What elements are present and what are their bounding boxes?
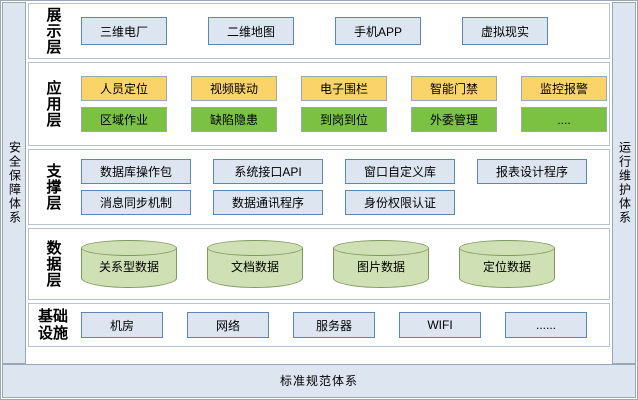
- node-outsourcing-management[interactable]: 外委管理: [411, 107, 497, 132]
- cylinder-top: [459, 240, 555, 256]
- node-more-ellipsis[interactable]: ......: [505, 312, 587, 338]
- layer-support: 支撑层 数据库操作包 系统接口API 窗口自定义库 报表设计程序 消息同步机制 …: [28, 149, 610, 225]
- security-assurance-band: 安全保障体系: [2, 2, 26, 364]
- cylinder-label: 定位数据: [482, 259, 531, 274]
- cylinder-label: 文档数据: [230, 259, 279, 274]
- operation-maintenance-band: 运行维护体系: [612, 2, 636, 364]
- node-post-arrival[interactable]: 到岗到位: [301, 107, 387, 132]
- standards-specification-band: 标准规范体系: [2, 364, 636, 398]
- node-monitoring-alarm[interactable]: 监控报警: [521, 76, 607, 101]
- cylinder-body: [459, 248, 555, 288]
- layer-infrastructure-label: 基础设施: [37, 308, 68, 342]
- node-window-custom-library[interactable]: 窗口自定义库: [345, 159, 455, 184]
- security-assurance-label: 安全保障体系: [7, 141, 22, 225]
- layer-infrastructure-body: 机房 网络 服务器 WIFI ......: [77, 312, 609, 338]
- layer-infrastructure: 基础设施 机房 网络 服务器 WIFI ......: [28, 303, 610, 347]
- layer-stack: 展示层 三维电厂 二维地图 手机APP 虚拟现实 应用层 人员定位 视频联动: [28, 3, 610, 363]
- cylinder-top: [81, 240, 177, 256]
- cylinder-top: [333, 240, 429, 256]
- layer-presentation-label: 展示层: [44, 7, 62, 55]
- cylinder-document-data[interactable]: 文档数据: [207, 240, 303, 288]
- layer-data: 数据层 关系型数据 文档数据: [28, 228, 610, 300]
- node-message-sync-mechanism[interactable]: 消息同步机制: [81, 190, 191, 215]
- node-row: 区域作业 缺陷隐患 到岗到位 外委管理 ....: [81, 107, 607, 132]
- layer-presentation: 展示层 三维电厂 二维地图 手机APP 虚拟现实: [28, 3, 610, 59]
- node-system-interface-api[interactable]: 系统接口API: [213, 159, 323, 184]
- node-2d-map[interactable]: 二维地图: [208, 17, 294, 45]
- layer-presentation-body: 三维电厂 二维地图 手机APP 虚拟现实: [77, 17, 609, 45]
- node-row: 三维电厂 二维地图 手机APP 虚拟现实: [81, 17, 605, 45]
- node-video-linkage[interactable]: 视频联动: [191, 76, 277, 101]
- layer-support-body: 数据库操作包 系统接口API 窗口自定义库 报表设计程序 消息同步机制 数据通讯…: [77, 159, 609, 215]
- layer-data-label: 数据层: [44, 240, 62, 288]
- node-area-operation[interactable]: 区域作业: [81, 107, 167, 132]
- node-row: 消息同步机制 数据通讯程序 身份权限认证: [81, 190, 605, 215]
- node-computer-room[interactable]: 机房: [81, 312, 163, 338]
- standards-specification-label: 标准规范体系: [279, 373, 358, 388]
- node-row: 数据库操作包 系统接口API 窗口自定义库 报表设计程序: [81, 159, 605, 184]
- node-row: 人员定位 视频联动 电子围栏 智能门禁 监控报警: [81, 76, 607, 101]
- cylinder-location-data[interactable]: 定位数据: [459, 240, 555, 288]
- node-row: 机房 网络 服务器 WIFI ......: [81, 312, 605, 338]
- layer-data-body: 关系型数据 文档数据 图片数据 定位数据: [77, 240, 609, 288]
- node-identity-authorization[interactable]: 身份权限认证: [345, 190, 455, 215]
- cylinder-top: [207, 240, 303, 256]
- node-server[interactable]: 服务器: [293, 312, 375, 338]
- cylinder-label: 图片数据: [356, 259, 405, 274]
- node-3d-plant[interactable]: 三维电厂: [81, 17, 167, 45]
- node-electronic-fence[interactable]: 电子围栏: [301, 76, 387, 101]
- operation-maintenance-label: 运行维护体系: [617, 141, 632, 225]
- layer-application-body: 人员定位 视频联动 电子围栏 智能门禁 监控报警 区域作业 缺陷隐患 到岗到位 …: [77, 76, 611, 132]
- node-row: 关系型数据 文档数据 图片数据 定位数据: [81, 240, 605, 288]
- node-report-design-program[interactable]: 报表设计程序: [477, 159, 587, 184]
- layer-application: 应用层 人员定位 视频联动 电子围栏 智能门禁 监控报警 区域作业 缺陷隐患 到…: [28, 62, 610, 146]
- node-wifi[interactable]: WIFI: [399, 312, 481, 338]
- cylinder-relational-data[interactable]: 关系型数据: [81, 240, 177, 288]
- node-more-ellipsis[interactable]: ....: [521, 107, 607, 132]
- layer-support-label: 支撑层: [44, 163, 62, 211]
- node-network[interactable]: 网络: [187, 312, 269, 338]
- node-defect-hazard[interactable]: 缺陷隐患: [191, 107, 277, 132]
- cylinder-label: 关系型数据: [98, 259, 159, 274]
- layer-application-label: 应用层: [44, 80, 62, 128]
- node-smart-access-control[interactable]: 智能门禁: [411, 76, 497, 101]
- node-data-communication-program[interactable]: 数据通讯程序: [213, 190, 323, 215]
- node-virtual-reality[interactable]: 虚拟现实: [462, 17, 548, 45]
- node-database-operation-package[interactable]: 数据库操作包: [81, 159, 191, 184]
- cylinder-image-data[interactable]: 图片数据: [333, 240, 429, 288]
- node-personnel-positioning[interactable]: 人员定位: [81, 76, 167, 101]
- node-mobile-app[interactable]: 手机APP: [335, 17, 421, 45]
